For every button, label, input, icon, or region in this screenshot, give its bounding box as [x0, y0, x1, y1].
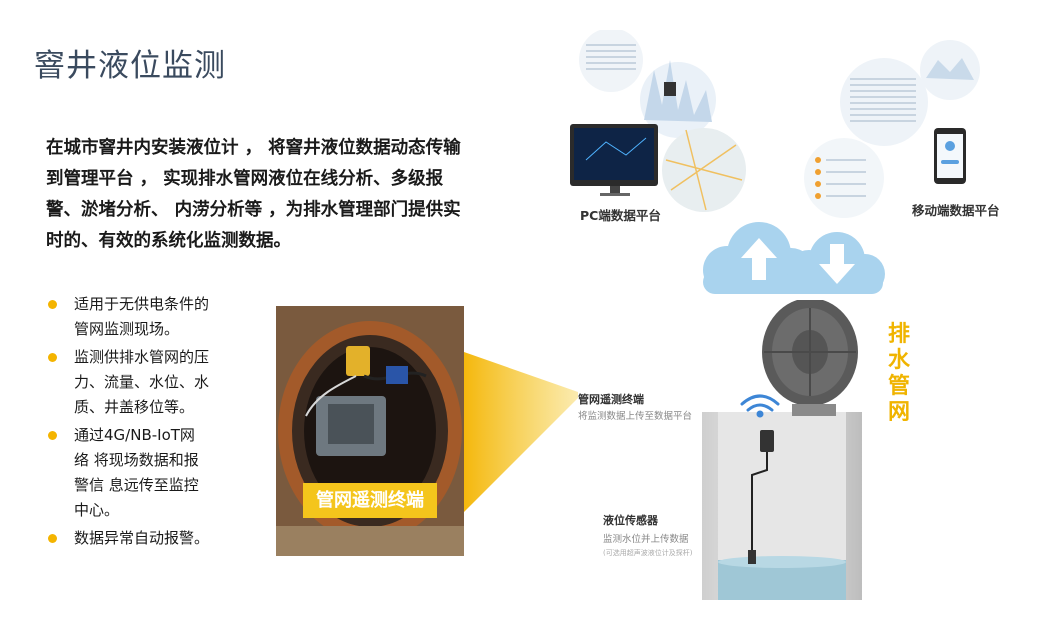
dashboard-screens-graphic — [570, 30, 980, 218]
list-item-text: 数据异常自动报警。 — [74, 529, 210, 547]
terminal-tag-title: 管网遥测终端 — [578, 393, 644, 406]
list-item-text: 适用于无供电条件的 管网监测现场。 — [74, 295, 210, 338]
upload-arrow-icon — [741, 238, 777, 280]
terminal-tag-subtitle: 将监测数据上传至数据平台 — [578, 411, 693, 422]
list-item: 适用于无供电条件的 管网监测现场。 — [46, 292, 246, 342]
cloud-sync-graphic — [703, 222, 885, 294]
bullet-dot-icon — [48, 534, 57, 543]
list-item-text: 监测供排水管网的压 力、流量、水位、水 质、井盖移位等。 — [74, 348, 210, 416]
list-item: 通过4G/NB-IoT网 络 将现场数据和报 警信 息远传至监控 中心。 — [46, 423, 246, 523]
sensor-tag-note: (可选用超声波液位计及探杆) — [603, 549, 693, 557]
download-arrow-icon — [819, 244, 855, 284]
well-photo — [276, 306, 464, 556]
pc-platform-label: PC端数据平台 — [580, 208, 661, 223]
page-title: 窨井液位监测 — [34, 48, 226, 84]
wifi-signal-icon — [740, 394, 780, 418]
side-title: 排水管网 — [887, 322, 910, 425]
bullet-dot-icon — [48, 431, 57, 440]
list-item-text: 通过4G/NB-IoT网 络 将现场数据和报 警信 息远传至监控 中心。 — [74, 426, 199, 519]
intro-paragraph: 在城市窨井内安装液位计 ， 将窨井液位数据动态传输到管理平台 ， 实现排水管网液… — [46, 138, 461, 251]
mobile-platform-label: 移动端数据平台 — [912, 203, 1000, 218]
photo-caption: 管网遥测终端 — [303, 483, 437, 518]
bullet-dot-icon — [48, 353, 57, 362]
sensor-tag-subtitle: 监测水位并上传数据 — [603, 534, 689, 545]
well-diagram — [702, 300, 862, 600]
list-item: 数据异常自动报警。 — [46, 526, 246, 551]
bullet-dot-icon — [48, 300, 57, 309]
list-item: 监测供排水管网的压 力、流量、水位、水 质、井盖移位等。 — [46, 345, 246, 420]
sensor-tag-title: 液位传感器 — [603, 514, 658, 527]
feature-list: 适用于无供电条件的 管网监测现场。 监测供排水管网的压 力、流量、水位、水 质、… — [46, 292, 246, 554]
